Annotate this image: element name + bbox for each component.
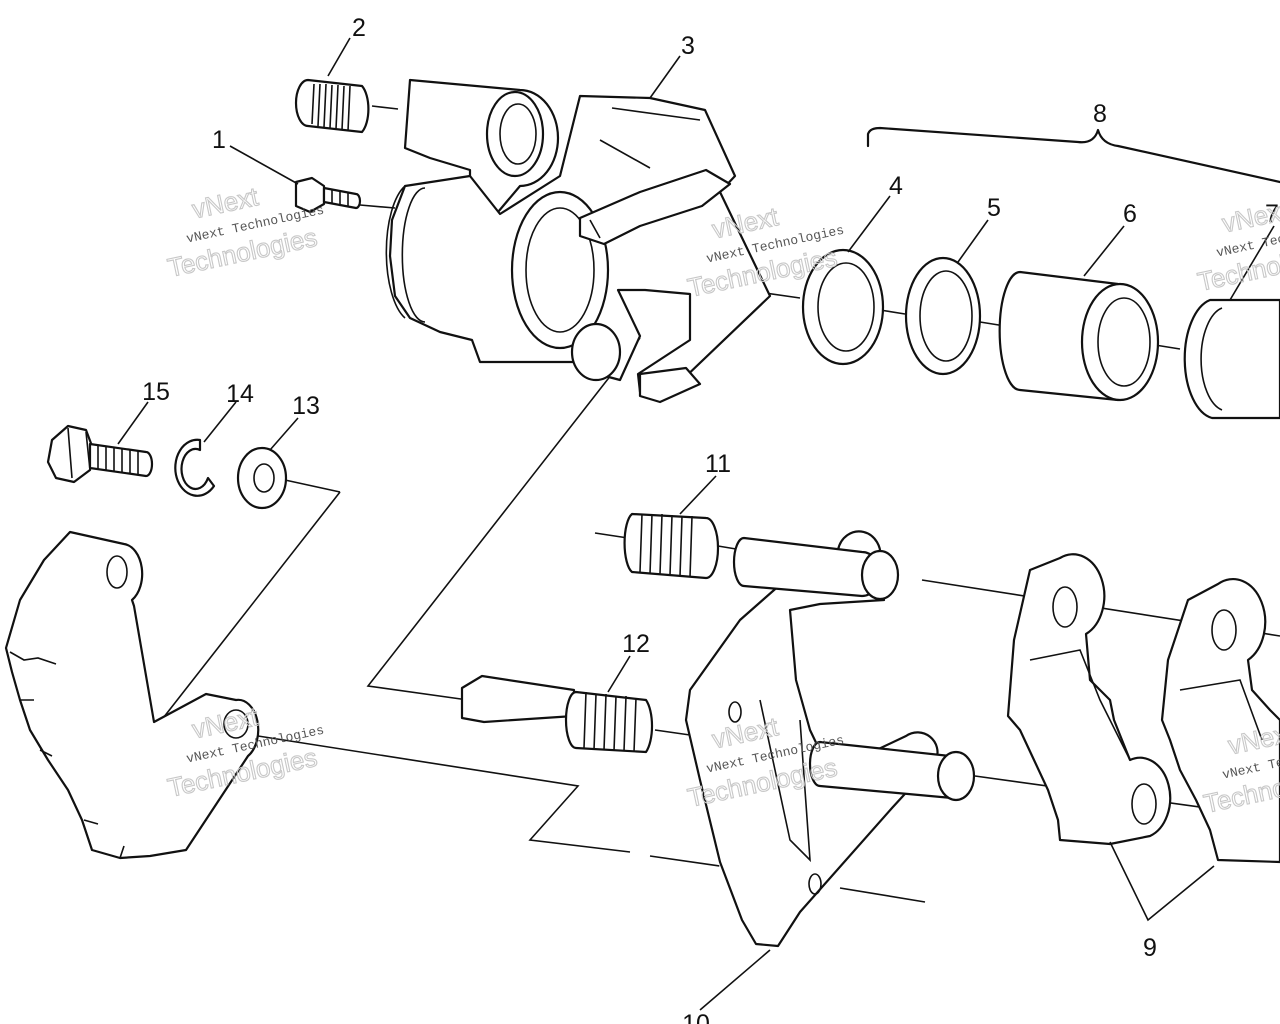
pin-axis-upper-a [594, 532, 629, 539]
part-3-caliper [385, 78, 772, 404]
callout-11: 11 [705, 450, 731, 478]
part-1-bleeder [294, 176, 362, 214]
part-4-seal [801, 248, 885, 366]
callout-4: 4 [889, 172, 903, 200]
callout-13: 13 [292, 392, 320, 420]
piston-axis-seg-c [1154, 344, 1181, 350]
callout-2: 2 [352, 14, 366, 42]
part-11-boot [623, 512, 720, 580]
bracket-leader [257, 735, 631, 853]
callout-3: 3 [681, 32, 695, 60]
group-bracket-8 [866, 126, 1280, 184]
part-15-bolt [46, 424, 154, 484]
leader-lines [117, 37, 1275, 1011]
bracket-axis-lower [839, 887, 926, 903]
callout-9: 9 [1143, 934, 1157, 962]
part-13-washer [236, 446, 288, 510]
part-5-dust-seal [904, 256, 982, 376]
callout-15: 15 [142, 378, 170, 406]
bracket-leader-dash [649, 855, 721, 867]
part-10-bracket [684, 530, 976, 948]
part-12-pin [460, 674, 654, 754]
part-14-lockwasher [174, 438, 216, 497]
callout-labels: 2 1 3 8 4 5 6 7 15 14 13 11 12 9 10 [142, 14, 1279, 1024]
callout-1: 1 [212, 126, 226, 154]
callout-10: 10 [682, 1010, 710, 1024]
callout-8: 8 [1093, 100, 1107, 128]
part-2-fitting [294, 78, 399, 134]
pin-axis-lower-a [654, 729, 691, 736]
knuckle-part [4, 530, 260, 860]
piston-axis-seg-a [879, 309, 906, 315]
watermark-group-3: vNext vNext Technologies Technologies [1194, 195, 1280, 298]
callout-6: 6 [1123, 200, 1137, 228]
caliper-leader-diag [366, 337, 641, 701]
callout-14: 14 [226, 380, 254, 408]
part-7-cap [1183, 298, 1280, 420]
callout-12: 12 [622, 630, 650, 658]
callout-5: 5 [987, 194, 1001, 222]
bolt-leader-diag [159, 491, 341, 723]
bolt-axis [284, 479, 341, 493]
watermark-group-5: vNext vNext Technologies Technologies [684, 711, 845, 814]
bleeder-axis [359, 204, 396, 209]
part-9-pads [1006, 553, 1280, 864]
part-6-piston [998, 270, 1160, 402]
callout-7: 7 [1265, 200, 1279, 228]
